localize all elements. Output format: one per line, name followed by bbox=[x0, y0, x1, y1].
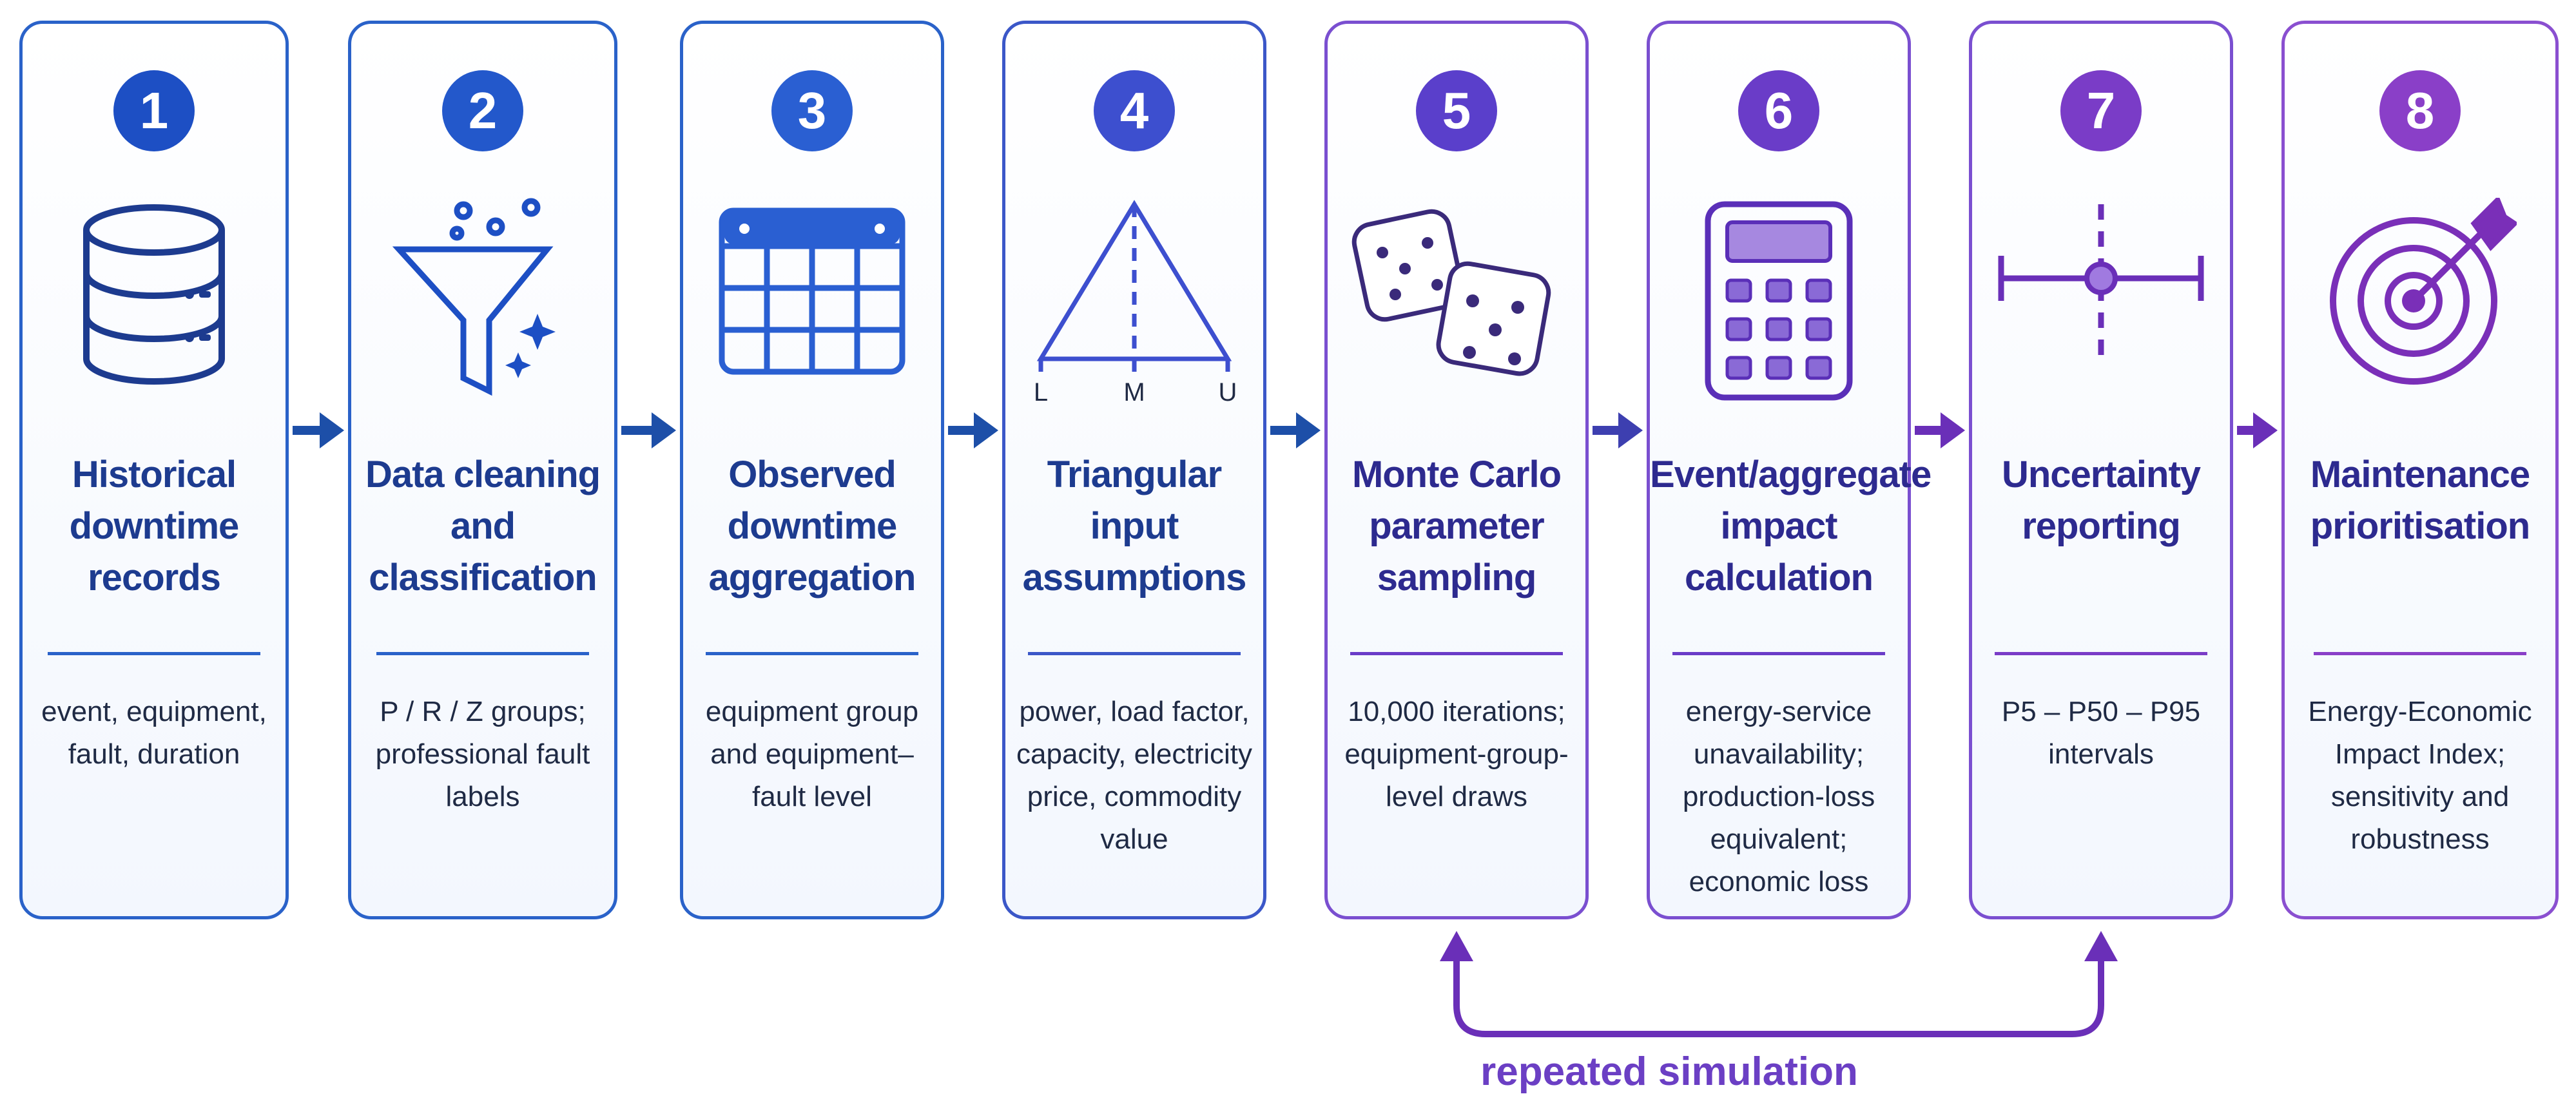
step-title: Observed downtime aggregation bbox=[708, 454, 916, 599]
flow-arrow-3-4 bbox=[948, 412, 998, 448]
database-icon bbox=[77, 198, 231, 394]
repeated-simulation-loop bbox=[1440, 931, 2118, 1037]
triangle-label-upper: U bbox=[1219, 378, 1237, 407]
step-description: energy-service unavailability; productio… bbox=[1682, 696, 1875, 897]
step-number-badge: 1 bbox=[113, 70, 195, 151]
step-number-badge: 2 bbox=[442, 70, 523, 151]
step-card-2: 2 Data cleaning and classification P / R … bbox=[348, 21, 617, 919]
step-description: Energy-Economic Impact Index; sensitivit… bbox=[2308, 696, 2532, 855]
divider bbox=[48, 652, 260, 655]
step-title: Event/aggregate impact calculation bbox=[1650, 454, 1932, 599]
triangle-label-low: L bbox=[1034, 378, 1048, 407]
step-description: event, equipment, fault, duration bbox=[41, 696, 267, 770]
interval-icon bbox=[1995, 198, 2207, 369]
dice-icon bbox=[1350, 198, 1563, 401]
step-number-badge: 7 bbox=[2060, 70, 2142, 151]
step-title: Monte Carlo parameter sampling bbox=[1351, 454, 1562, 599]
step-description: equipment group and equipment–fault leve… bbox=[705, 696, 919, 812]
funnel-icon bbox=[386, 198, 579, 407]
step-card-7: 7 Uncertainty reporting P5 – P50 – P95 in… bbox=[1969, 21, 2233, 919]
divider bbox=[706, 652, 918, 655]
table-icon bbox=[715, 198, 909, 381]
divider bbox=[1672, 652, 1885, 655]
calculator-icon bbox=[1701, 198, 1856, 407]
flow-arrow-7-8 bbox=[2237, 412, 2278, 448]
flow-arrow-5-6 bbox=[1593, 412, 1643, 448]
triangle-distribution-icon: L M U bbox=[1018, 198, 1250, 420]
divider bbox=[1995, 652, 2207, 655]
loop-label: repeated simulation bbox=[1480, 1050, 1858, 1094]
step-description: P / R / Z groups; professional fault lab… bbox=[375, 696, 590, 812]
step-description: power, load factor, capacity, electricit… bbox=[1016, 696, 1252, 855]
step-number-badge: 6 bbox=[1738, 70, 1819, 151]
divider bbox=[2314, 652, 2526, 655]
step-number-badge: 5 bbox=[1416, 70, 1497, 151]
step-card-4: 4 L M U Triangular input assumptions powe… bbox=[1002, 21, 1266, 919]
flow-arrow-1-2 bbox=[293, 412, 344, 448]
step-card-5: 5 Monte Carlo parameter sampling 10,000 i… bbox=[1324, 21, 1589, 919]
step-number-badge: 8 bbox=[2379, 70, 2461, 151]
triangle-label-mode: M bbox=[1123, 378, 1145, 407]
flow-arrow-6-7 bbox=[1915, 412, 1965, 448]
step-description: 10,000 iterations; equipment-group-level… bbox=[1344, 696, 1569, 812]
divider bbox=[1350, 652, 1563, 655]
flow-arrow-4-5 bbox=[1270, 412, 1321, 448]
step-title: Uncertainty reporting bbox=[2001, 454, 2201, 547]
step-title: Triangular input assumptions bbox=[1022, 454, 1247, 599]
step-title: Maintenance prioritisation bbox=[2310, 454, 2530, 547]
step-card-1: 1 Historical downtime records event, equi… bbox=[19, 21, 289, 919]
step-description: P5 – P50 – P95 intervals bbox=[2001, 696, 2201, 770]
divider bbox=[376, 652, 589, 655]
step-card-3: 3 Observed downtime aggregation equipment… bbox=[680, 21, 944, 919]
step-number-badge: 3 bbox=[771, 70, 853, 151]
step-card-6: 6 Event/aggregate impact calculation ener… bbox=[1647, 21, 1932, 919]
flow-arrow-2-3 bbox=[621, 412, 676, 448]
step-number-badge: 4 bbox=[1094, 70, 1175, 151]
divider bbox=[1028, 652, 1241, 655]
step-title: Historical downtime records bbox=[69, 454, 240, 599]
step-title: Data cleaning and classification bbox=[365, 454, 601, 599]
target-icon bbox=[2323, 195, 2519, 394]
